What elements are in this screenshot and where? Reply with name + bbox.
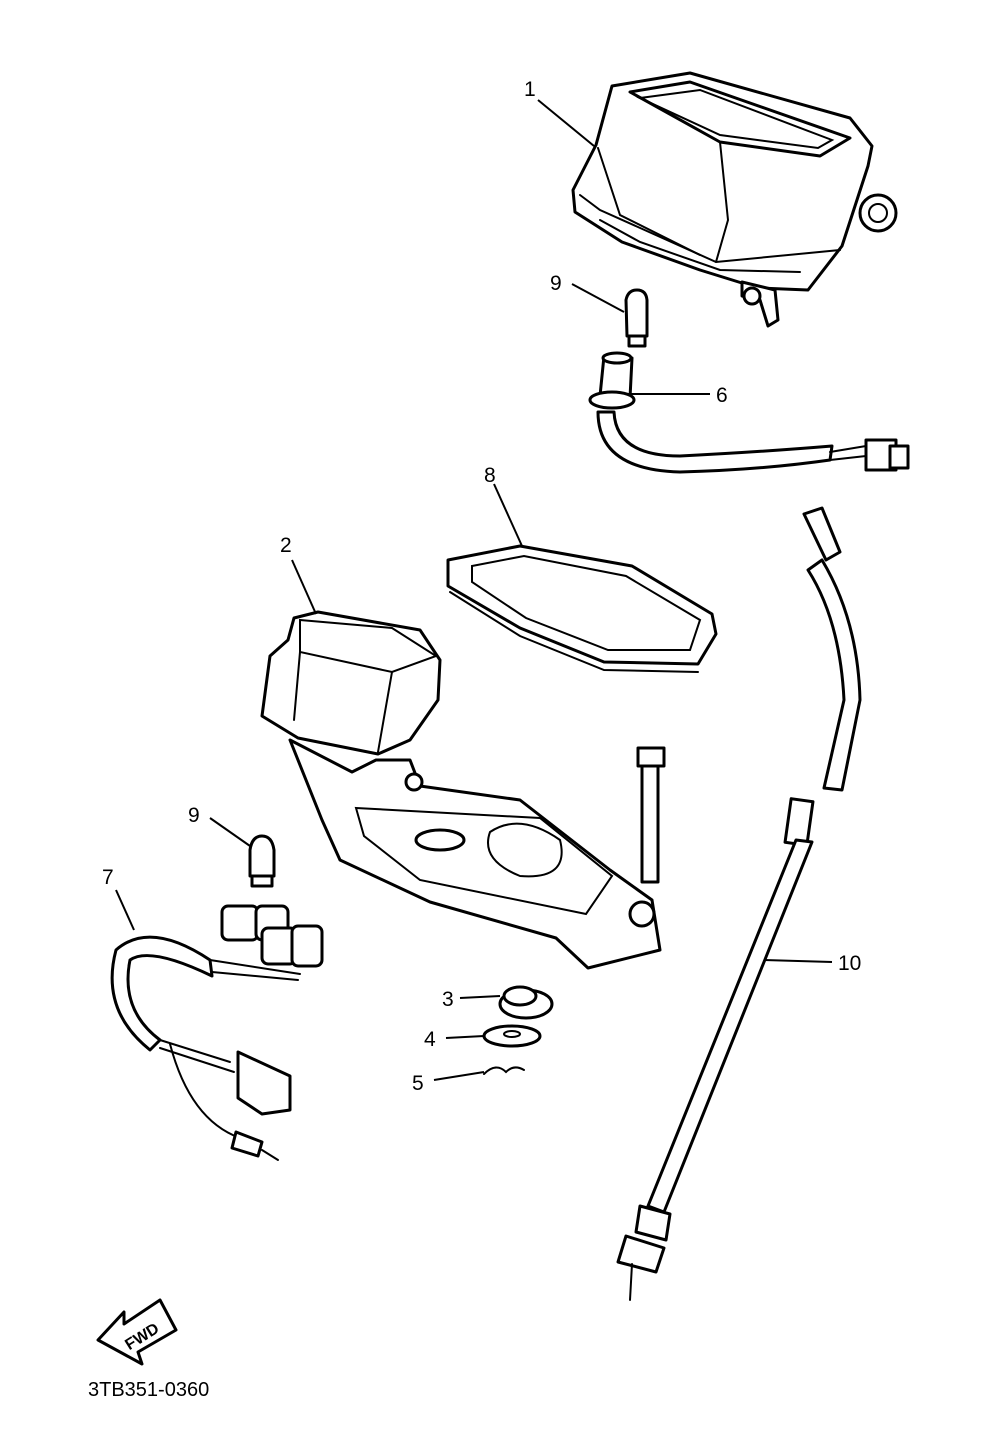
wire-harness-7 <box>110 904 324 1161</box>
grommet-3 <box>498 985 554 1020</box>
meter-case-bracket-2 <box>260 610 662 970</box>
callout-5: 5 <box>412 1072 424 1095</box>
callout-10: 10 <box>838 952 861 975</box>
clip-5 <box>483 1066 525 1075</box>
callout-2: 2 <box>280 534 292 557</box>
bulb-lower-9 <box>248 834 276 888</box>
callout-1: 1 <box>524 78 536 101</box>
gasket-8 <box>446 544 718 673</box>
callout-9-lower: 9 <box>188 804 200 827</box>
callout-9-upper: 9 <box>550 272 562 295</box>
bulb-socket-harness-6 <box>588 351 910 474</box>
callout-3: 3 <box>442 988 454 1011</box>
callout-6: 6 <box>716 384 728 407</box>
callout-numbers: 1 2 3 4 5 6 7 8 9 9 10 <box>102 78 861 1095</box>
speedometer-cable-10 <box>616 506 862 1301</box>
callout-8: 8 <box>484 464 496 487</box>
screw <box>636 746 666 884</box>
leader-lines <box>115 99 833 1081</box>
bulb-upper-9 <box>624 288 649 348</box>
forward-direction-arrow: FWD <box>96 1298 178 1366</box>
meter-assembly-1 <box>571 71 898 328</box>
callout-7: 7 <box>102 866 114 889</box>
washer-4 <box>482 1024 542 1048</box>
diagram-code: 3TB351-0360 <box>88 1379 209 1401</box>
callout-4: 4 <box>424 1028 436 1051</box>
